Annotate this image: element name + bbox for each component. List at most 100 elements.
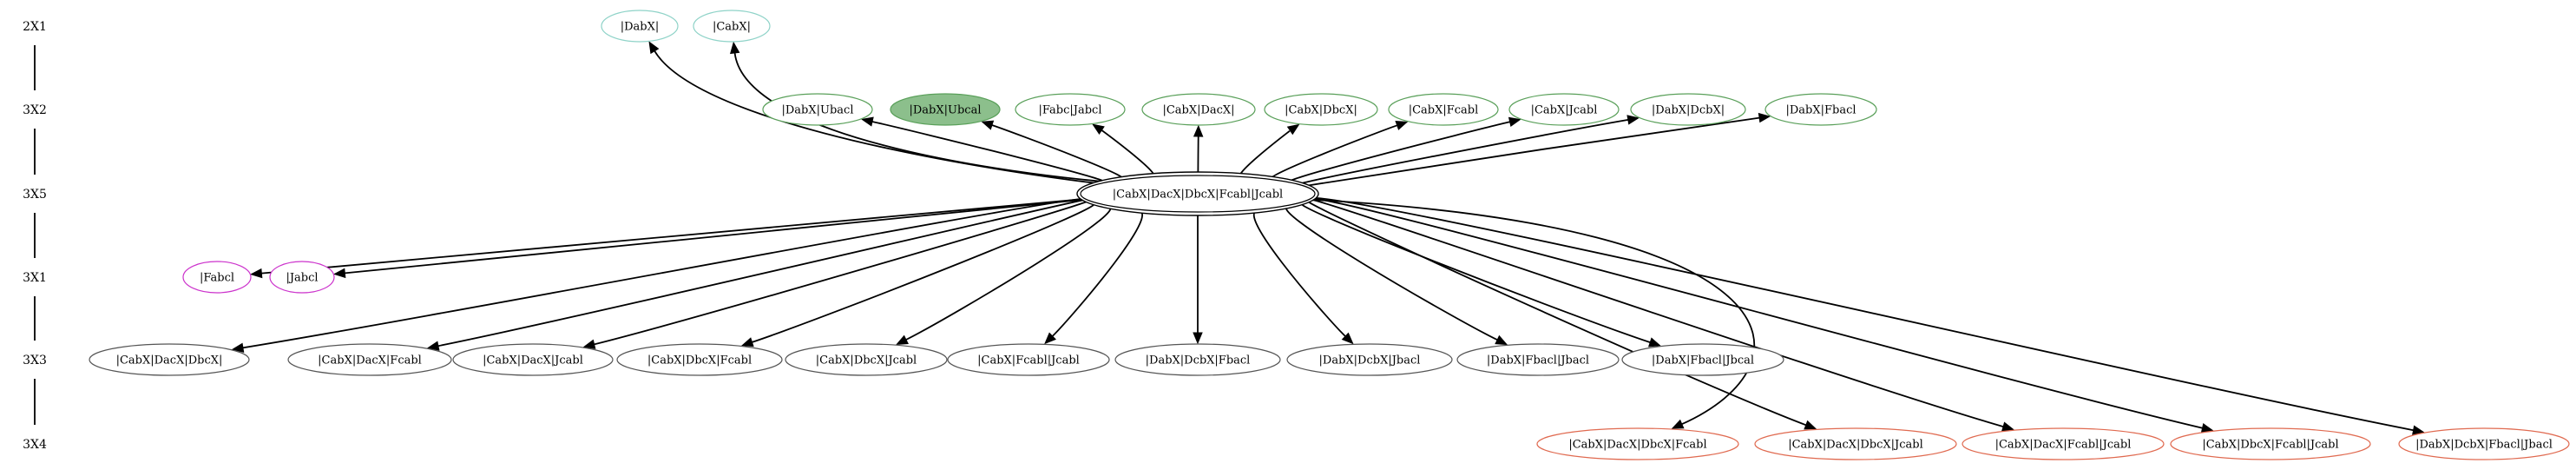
edge-arrowhead — [1671, 419, 1685, 429]
node-n20[interactable]: |CabX|Fcabl|Jcabl — [947, 343, 1110, 376]
node-label: |CabX|Fcabl|Jcabl — [977, 354, 1080, 367]
edge-arrowhead — [861, 116, 874, 127]
edge-n12-n9 — [1288, 121, 1510, 183]
node-ellipse — [947, 343, 1110, 376]
edge-n12-n5 — [1101, 129, 1155, 178]
edge-n12-n19 — [905, 206, 1112, 341]
node-n12[interactable]: |CabX|DacX|DbcX|Fcabl|Jcabl — [1076, 171, 1319, 216]
edge-n12-n24 — [1300, 202, 1651, 343]
edge-n12-n10 — [1299, 119, 1629, 185]
node-label: |Fabcl — [200, 272, 234, 285]
node-ellipse — [785, 343, 948, 376]
node-ellipse — [2398, 427, 2570, 460]
node-ellipse — [1114, 343, 1281, 376]
node-layer: |DabX| |CabX| |DabX|Ubacl |DabX|Ubcal |Fabc|… — [89, 10, 2570, 460]
node-n15[interactable]: |CabX|DacX|DbcX| — [89, 343, 250, 376]
node-n28[interactable]: |CabX|DbcX|Fcabl|Jcabl — [2170, 427, 2371, 460]
edge-n12-n26 — [1307, 201, 1807, 427]
node-ellipse — [601, 10, 679, 43]
node-n10[interactable]: |DabX|DcbX| — [1630, 93, 1746, 126]
node-n16[interactable]: |CabX|DacX|Fcabl — [287, 343, 452, 376]
node-label: |Fabc|Jabcl — [1039, 104, 1102, 117]
node-ellipse — [269, 261, 335, 294]
node-ellipse — [890, 93, 1001, 126]
edge-arrowhead — [2412, 425, 2425, 435]
node-label: |CabX|DacX|Fcabl|Jcabl — [1995, 439, 2132, 452]
node-ellipse — [1962, 427, 2165, 460]
edge-arrowhead — [582, 339, 596, 349]
node-n26[interactable]: |CabX|DacX|DbcX|Jcabl — [1754, 427, 1957, 460]
node-n3[interactable]: |DabX|Ubacl — [762, 93, 873, 126]
node-n6[interactable]: |CabX|DacX| — [1141, 93, 1256, 126]
node-ellipse — [2170, 427, 2371, 460]
edge-n12-n29 — [1315, 197, 2414, 432]
node-n21[interactable]: |DabX|DcbX|Fbacl — [1114, 343, 1281, 376]
edge-n12-n27 — [1311, 199, 2004, 427]
node-n23[interactable]: |DabX|Fbacl|Jbacl — [1456, 343, 1620, 376]
node-n24[interactable]: |DabX|Fbacl|Jbcal — [1621, 343, 1784, 376]
node-ellipse — [1621, 343, 1784, 376]
node-label: |Jabcl — [286, 272, 318, 285]
node-n17[interactable]: |CabX|DacX|Jcabl — [452, 343, 614, 376]
node-label: |DabX|DcbX|Jbacl — [1319, 354, 1421, 367]
rank-label-r2: 3X2 — [23, 103, 47, 117]
node-n2[interactable]: |CabX| — [693, 10, 771, 43]
node-label: |CabX|DacX|Fcabl — [318, 354, 422, 367]
node-ellipse — [1536, 427, 1739, 460]
node-label: |DabX|DcbX| — [1652, 104, 1725, 117]
node-n9[interactable]: |CabX|Jcabl — [1508, 93, 1620, 126]
node-n19[interactable]: |CabX|DbcX|Jcabl — [785, 343, 948, 376]
node-n29[interactable]: |DabX|DcbX|Fbacl|Jbacl — [2398, 427, 2570, 460]
node-ellipse — [1080, 175, 1316, 213]
node-n27[interactable]: |CabX|DacX|Fcabl|Jcabl — [1962, 427, 2165, 460]
node-ellipse — [182, 261, 252, 294]
edge-n12-n8 — [1270, 124, 1397, 181]
edge-n12-n18 — [752, 202, 1095, 343]
edge-n12-n7 — [1239, 129, 1291, 177]
node-n11[interactable]: |DabX|Fbacl — [1764, 93, 1877, 126]
node-n22[interactable]: |DabX|DcbX|Jbacl — [1286, 343, 1453, 376]
edge-arrowhead — [1044, 332, 1056, 345]
edge-n12-n25 — [1311, 199, 1756, 426]
node-label: |DabX|Fbacl|Jbacl — [1487, 354, 1589, 367]
edge-arrowhead — [896, 334, 909, 345]
node-label: |DabX|Fbacl — [1785, 104, 1856, 117]
node-label: |CabX|DbcX| — [1285, 104, 1357, 117]
edge-n12-n13 — [261, 198, 1082, 275]
node-n25[interactable]: |CabX|DacX|DbcX|Fcabl — [1536, 427, 1739, 460]
node-label: |CabX|DacX|DbcX| — [116, 354, 223, 367]
node-ellipse — [287, 343, 452, 376]
edge-n12-n16 — [437, 199, 1084, 348]
edge-arrowhead — [1626, 115, 1640, 125]
edge-arrowhead — [1193, 124, 1204, 137]
node-label: |CabX|DacX|Jcabl — [483, 354, 583, 367]
node-n5[interactable]: |Fabc|Jabcl — [1015, 93, 1126, 126]
edge-arrowhead — [1193, 332, 1203, 345]
node-n8[interactable]: |CabX|Fcabl — [1388, 93, 1499, 126]
node-ellipse — [1456, 343, 1620, 376]
node-label: |CabX|Jcabl — [1531, 104, 1598, 117]
edge-arrowhead — [740, 337, 754, 348]
node-ellipse — [762, 93, 873, 126]
edge-arrowhead — [250, 268, 263, 279]
node-n13[interactable]: |Fabcl — [182, 261, 252, 294]
edge-arrowhead — [648, 41, 660, 55]
node-ellipse — [693, 10, 771, 43]
edge-arrowhead — [1758, 112, 1771, 123]
node-n7[interactable]: |CabX|DbcX| — [1264, 93, 1378, 126]
node-n1[interactable]: |DabX| — [601, 10, 679, 43]
node-ellipse — [1764, 93, 1877, 126]
node-label: |CabX|DbcX|Fcabl — [647, 354, 752, 367]
edge-n12-n22 — [1252, 209, 1346, 337]
node-label: |DabX|Ubcal — [910, 104, 982, 117]
node-n4[interactable]: |DabX|Ubcal — [890, 93, 1001, 126]
node-label: |CabX|DacX| — [1162, 104, 1234, 117]
node-n18[interactable]: |CabX|DbcX|Fcabl — [616, 343, 783, 376]
node-ellipse — [1508, 93, 1620, 126]
edge-n12-n23 — [1285, 205, 1498, 341]
node-n14[interactable]: |Jabcl — [269, 261, 335, 294]
node-label: |DabX|Ubacl — [782, 104, 854, 117]
node-label: |DabX| — [621, 21, 660, 34]
